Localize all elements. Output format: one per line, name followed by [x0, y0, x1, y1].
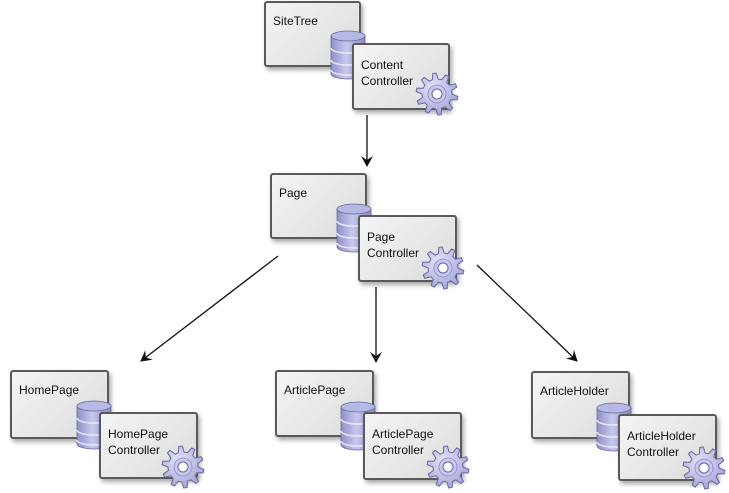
model-label: HomePage [19, 383, 80, 397]
model-label: SiteTree [273, 14, 318, 28]
controller-label: ArticleHolder Controller [627, 429, 696, 459]
controller-label: Content Controller [361, 58, 414, 88]
model-box-articlepage[interactable]: ArticlePage [275, 370, 374, 437]
edge-page-to-articleholder [476, 264, 578, 362]
model-box-homepage[interactable]: HomePage [10, 370, 109, 439]
edge-page-to-homepage [140, 255, 279, 362]
controller-box-sitetree[interactable]: Content Controller [352, 43, 450, 110]
model-label: ArticleHolder [540, 384, 609, 398]
controller-box-page[interactable]: Page Controller [358, 215, 457, 282]
model-box-page[interactable]: Page [270, 173, 367, 239]
controller-box-articlepage[interactable]: ArticlePage Controller [363, 412, 462, 480]
controller-box-homepage[interactable]: HomePage Controller [99, 412, 198, 479]
controller-label: ArticlePage Controller [372, 427, 434, 457]
model-box-sitetree[interactable]: SiteTree [264, 1, 361, 67]
controller-label: HomePage Controller [108, 427, 169, 457]
controller-box-articleholder[interactable]: ArticleHolder Controller [618, 414, 717, 481]
model-label: ArticlePage [284, 383, 346, 397]
model-box-articleholder[interactable]: ArticleHolder [531, 371, 630, 439]
controller-label: Page Controller [367, 230, 420, 260]
model-label: Page [279, 186, 308, 200]
